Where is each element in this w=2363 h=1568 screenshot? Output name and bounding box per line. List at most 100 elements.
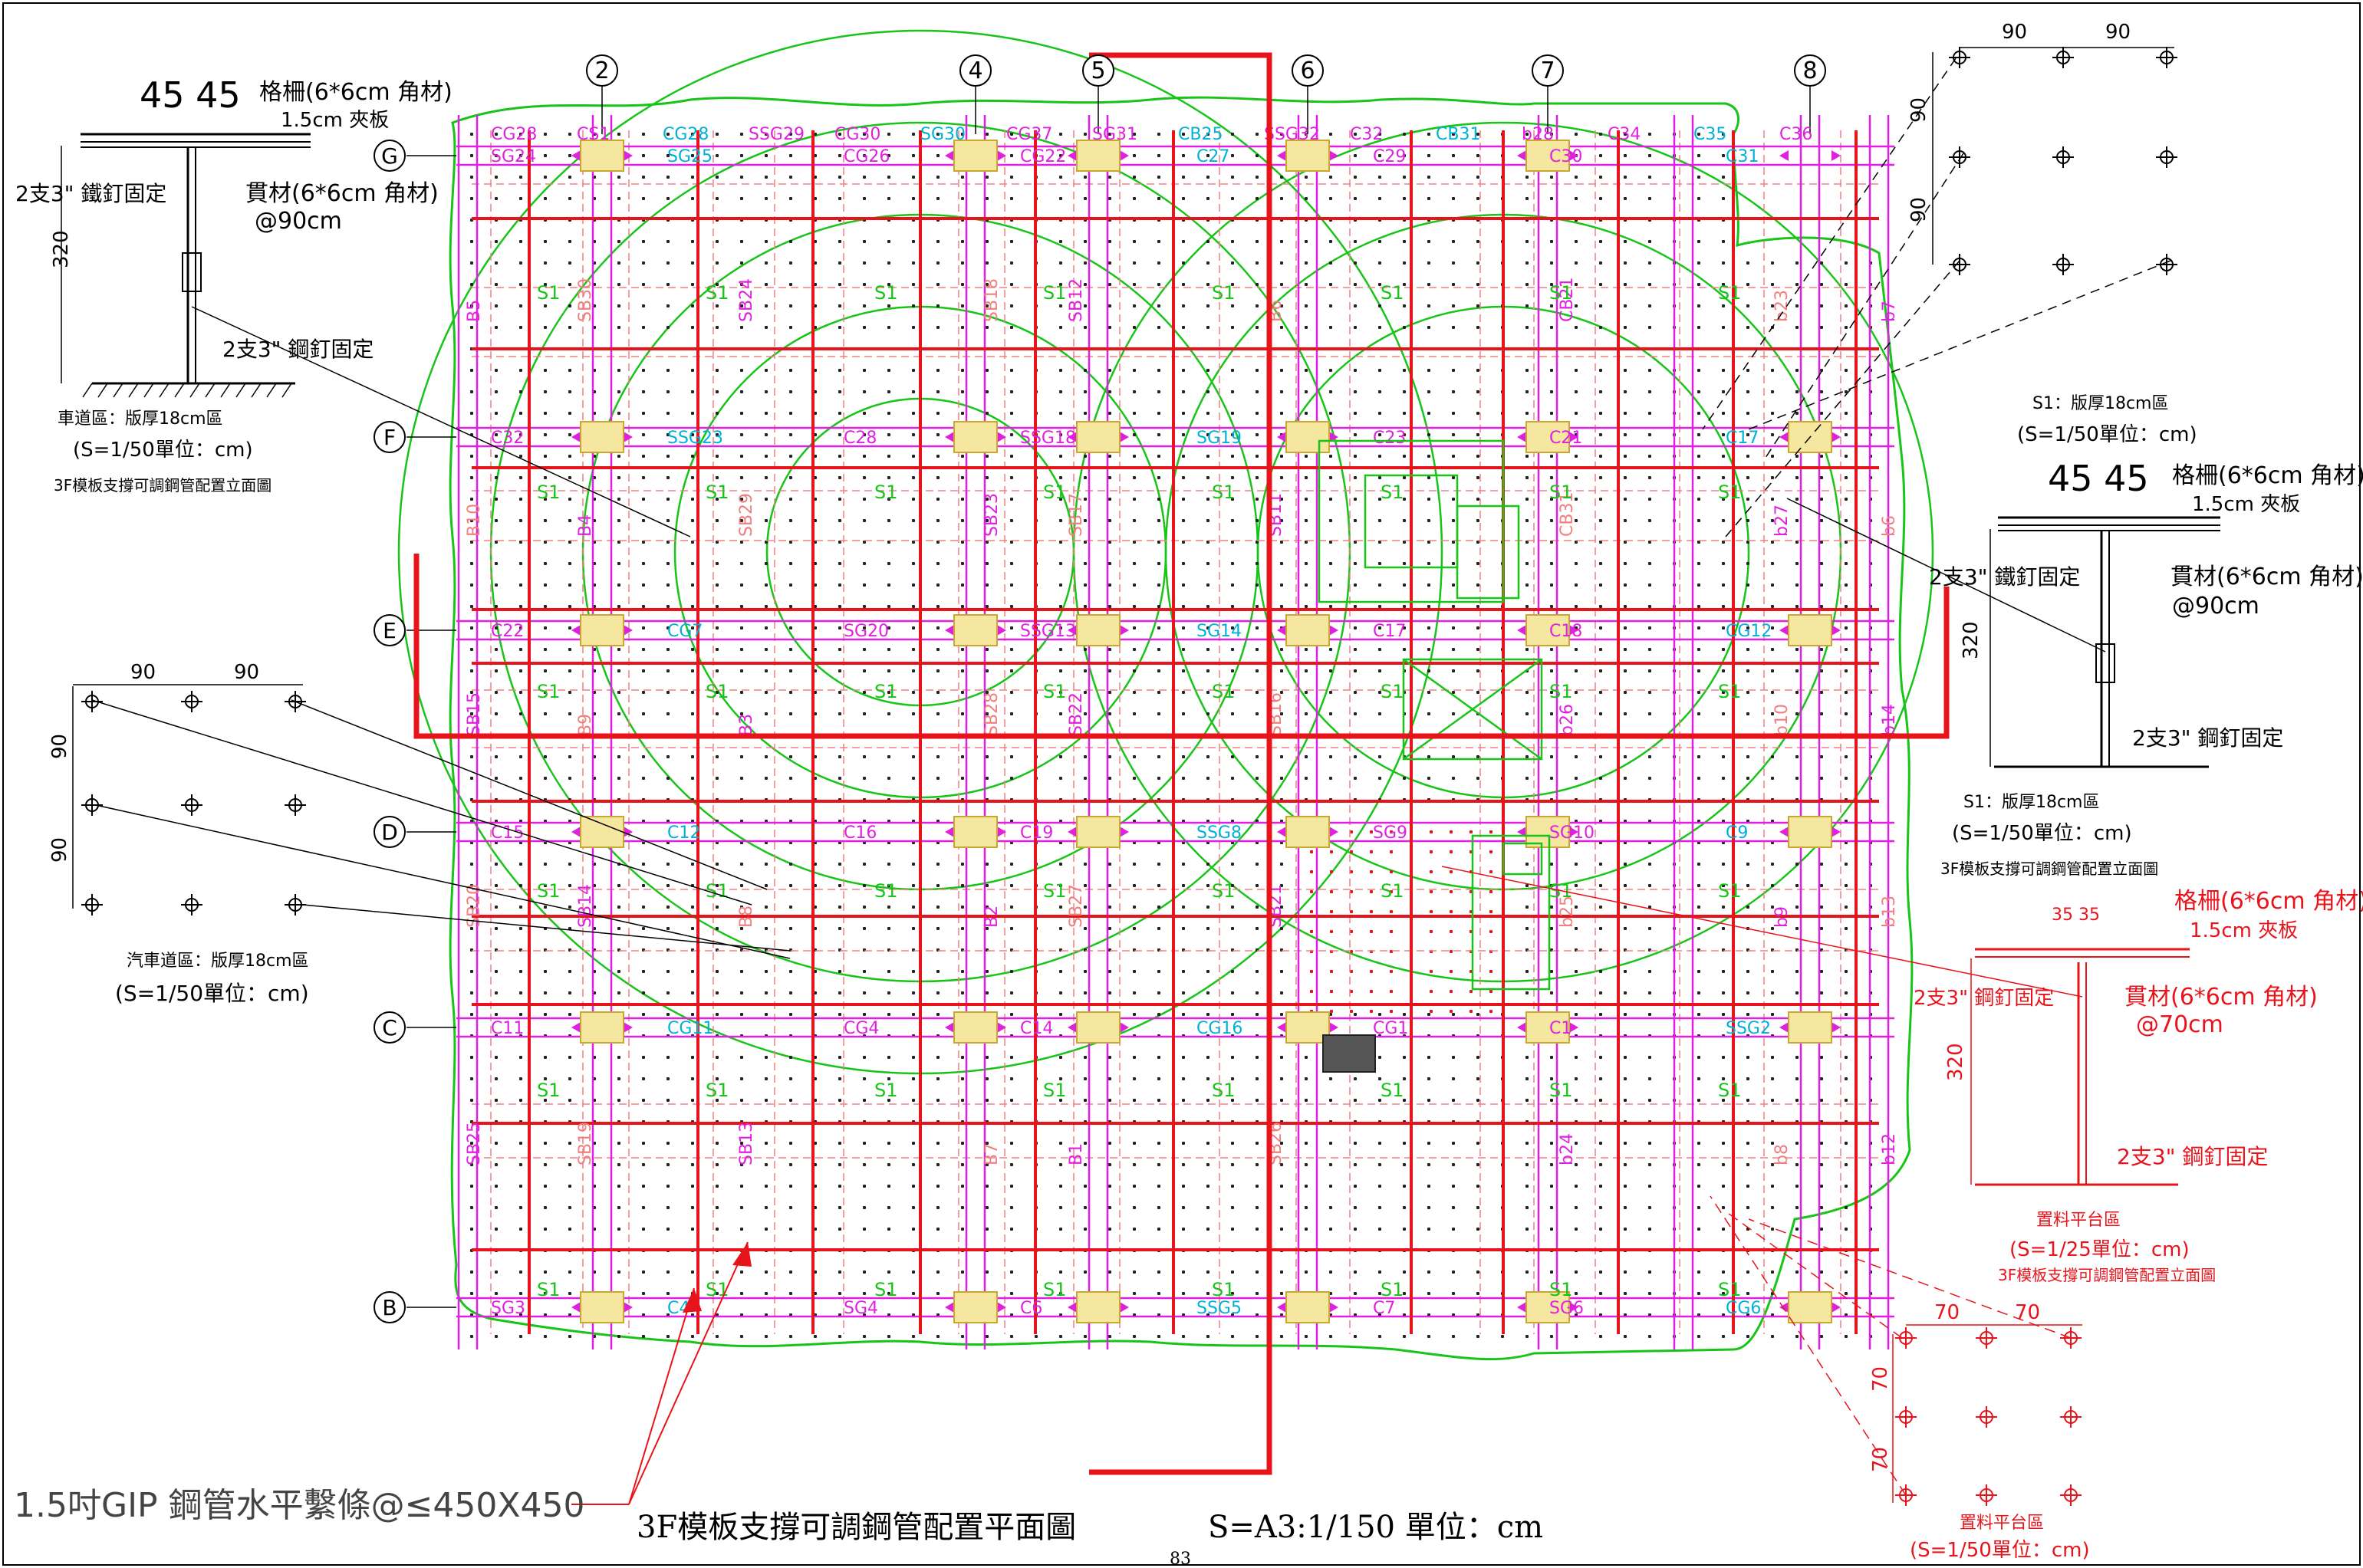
platform-dim-x1: 70 — [1934, 1301, 1960, 1324]
detail-s1-elevation: 45 45 格柵(6*6cm 角材) 1.5cm 夾板 2支3" 鐵釘固定 貫材… — [1786, 458, 2363, 878]
member-label: CG30 — [834, 125, 880, 144]
girder-arrow — [1329, 827, 1338, 837]
member-label: S1 — [1043, 1279, 1067, 1300]
member-label: S1 — [1381, 681, 1404, 702]
member-label: C17 — [1373, 622, 1406, 641]
platform-elev-base: 2支3" 鋼釘固定 — [2117, 1144, 2268, 1169]
girder-arrow — [1068, 432, 1077, 442]
column — [1076, 1291, 1121, 1323]
post-marker-cross — [2156, 146, 2177, 168]
member-label: C17 — [1726, 429, 1759, 448]
post-marker-cross — [2060, 1484, 2082, 1506]
member-label: SSG23 — [667, 429, 723, 448]
member-label: S1 — [874, 482, 898, 503]
girder-arrow — [1120, 1302, 1129, 1313]
member-label: S1 — [1549, 1279, 1573, 1300]
s1-elev-caption1: S1：版厚18cm區 — [1963, 793, 2099, 812]
column — [1076, 140, 1121, 172]
member-label: C15 — [491, 823, 524, 843]
girder-arrow — [624, 827, 633, 837]
member-label: CG28 — [491, 125, 537, 144]
platform-plan-caption2: (S=1/50單位：cm) — [1910, 1539, 2090, 1562]
member-label: SB23 — [982, 493, 1002, 537]
member-label: S1 — [1043, 1080, 1067, 1101]
member-label: SB24 — [737, 278, 756, 322]
girder-arrow — [1277, 827, 1286, 837]
column — [580, 1291, 624, 1323]
member-label: SSG18 — [1020, 429, 1076, 448]
roadway-spacing: @90cm — [255, 208, 342, 235]
grid-bubble-col — [586, 54, 618, 87]
post-marker-cross — [1976, 1327, 1997, 1349]
platform-elev-plywood: 1.5cm 夾板 — [2190, 919, 2298, 942]
girder-arrow — [945, 432, 954, 442]
member-label: C23 — [1373, 429, 1406, 448]
column — [1525, 1011, 1570, 1044]
member-label: C31 — [1726, 147, 1759, 166]
girder-arrow — [997, 827, 1006, 837]
member-label: SG6 — [1549, 1299, 1584, 1318]
girder-arrow — [1277, 150, 1286, 161]
member-label: S1 — [1718, 681, 1742, 702]
member-label: SG25 — [667, 147, 713, 166]
member-label: CG6 — [1726, 1299, 1761, 1318]
member-label: CG7 — [667, 622, 703, 641]
s1-elev-purlin: 貫材(6*6cm 角材) — [2170, 564, 2363, 590]
column — [953, 140, 998, 172]
member-label: b8 — [1772, 1144, 1792, 1165]
girder-arrow — [997, 150, 1006, 161]
post-marker-cross — [285, 894, 306, 915]
girder-arrow — [1517, 1302, 1526, 1313]
grid-bubble-col-label: 6 — [1300, 58, 1315, 84]
girder-arrow — [1569, 432, 1578, 442]
column — [1525, 140, 1570, 172]
member-label: B7 — [982, 1143, 1002, 1165]
member-label: CB21 — [1558, 278, 1577, 322]
girder-arrow — [1779, 150, 1789, 161]
girder-arrow — [1517, 432, 1526, 442]
grid-bubble-row — [374, 816, 406, 848]
member-label: S1 — [1381, 282, 1404, 304]
member-label: SB18 — [982, 278, 1002, 322]
member-label: SG31 — [1092, 125, 1137, 144]
member-label: b14 — [1880, 704, 1899, 736]
grid-bubble-row — [374, 1011, 406, 1044]
grid-bubble-col — [1532, 54, 1564, 87]
girder-arrow — [1277, 1302, 1286, 1313]
member-label: C36 — [1779, 125, 1812, 144]
s1-plan-caption1: S1：版厚18cm區 — [2032, 394, 2168, 413]
roadway-caption2: (S=1/50單位：cm) — [73, 439, 253, 462]
column — [580, 1011, 624, 1044]
member-label: SSG5 — [1196, 1299, 1242, 1318]
member-label: b12 — [1880, 1133, 1899, 1165]
girder-arrow — [1831, 432, 1841, 442]
member-label: SB27 — [1067, 884, 1086, 928]
member-label: SG20 — [844, 622, 889, 641]
member-label: S1 — [1212, 1279, 1236, 1300]
roadway-plywood: 1.5cm 夾板 — [281, 109, 389, 132]
member-label: SG3 — [491, 1299, 525, 1318]
leader-note: 1.5吋GIP 鋼管水平繫條@≤450X450 — [14, 1241, 752, 1525]
roadway-caption3: 3F模板支撐可調鋼管配置立面圖 — [54, 476, 272, 495]
member-label: S1 — [1212, 681, 1236, 702]
platform-dim-x2: 70 — [2015, 1301, 2040, 1324]
member-label: CG22 — [1020, 147, 1066, 166]
girder-arrow — [1831, 150, 1841, 161]
girder-arrow — [997, 1302, 1006, 1313]
s1-elev-caption2: (S=1/50單位：cm) — [1952, 822, 2132, 845]
girder-arrow — [1329, 625, 1338, 636]
car-caption2: (S=1/50單位：cm) — [115, 981, 309, 1006]
platform-elev-caption3: 3F模板支撐可調鋼管配置立面圖 — [1998, 1266, 2216, 1284]
member-label: C22 — [491, 622, 524, 641]
member-label: C16 — [844, 823, 877, 843]
grid-bubble-col-label: 2 — [594, 58, 609, 84]
platform-dim-y2: 70 — [1869, 1447, 1892, 1472]
roadway-lattice: 格柵(6*6cm 角材) — [259, 79, 453, 106]
post-marker-cross — [2060, 1406, 2082, 1428]
drawing-title: 3F模板支撐可調鋼管配置平面圖 — [637, 1510, 1076, 1545]
member-label: C9 — [1726, 823, 1748, 843]
member-label: B5 — [465, 300, 484, 322]
post-marker-cross — [2052, 254, 2074, 275]
member-label: C32 — [491, 429, 524, 448]
member-label: b9 — [1772, 906, 1792, 928]
